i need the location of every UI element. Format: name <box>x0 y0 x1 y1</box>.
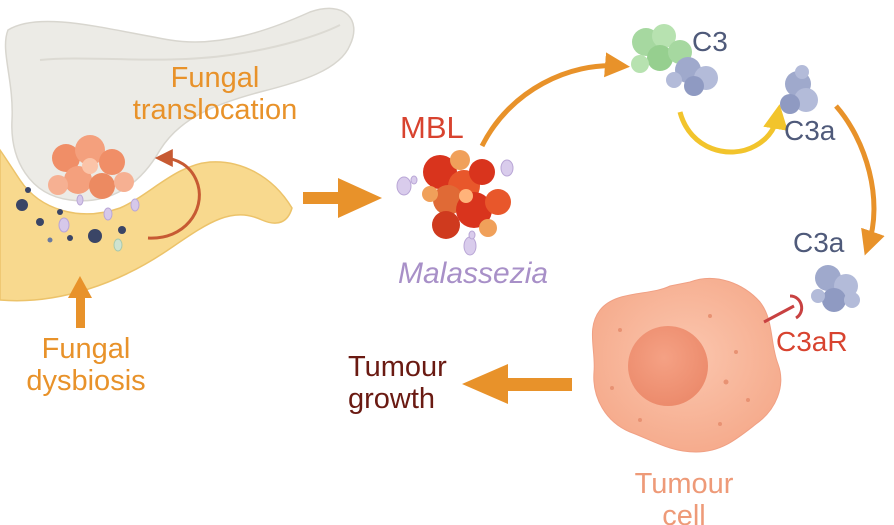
label-tumour-cell: Tumour cell <box>614 468 754 525</box>
c3a-protein-top <box>780 65 818 114</box>
label-line: growth <box>348 383 436 415</box>
tumour-cell <box>591 278 782 453</box>
malassezia-fungi <box>396 159 514 256</box>
label-line: Tumour <box>348 351 447 383</box>
c3ar-receptor <box>763 294 804 324</box>
arrow-to-tumour-growth <box>462 364 572 404</box>
label-c3a-bound: C3a <box>793 227 845 258</box>
label-line: cell <box>662 500 706 525</box>
c3-protein <box>631 24 718 96</box>
label-fungal-dysbiosis: Fungal dysbiosis <box>6 333 166 397</box>
label-mbl: MBL <box>400 110 464 145</box>
arrow-mbl-to-c3 <box>479 52 630 148</box>
label-line: Tumour <box>634 468 734 500</box>
label-line: dysbiosis <box>26 365 146 397</box>
label-c3: C3 <box>692 26 728 57</box>
tumour-nucleus <box>628 326 708 406</box>
arrow-c3-to-c3a <box>677 104 788 155</box>
label-fungal-translocation: Fungal translocation <box>110 62 320 126</box>
c3a-protein-bound <box>811 265 860 312</box>
intestine-illustration <box>0 148 293 302</box>
pancreatic-tumour-cluster <box>48 135 134 199</box>
label-line: Fungal <box>41 333 131 365</box>
label-tumour-growth: Tumour growth <box>348 351 447 415</box>
label-line: Fungal <box>170 62 260 94</box>
label-malassezia: Malassezia <box>398 257 549 290</box>
label-c3a-top: C3a <box>784 115 836 146</box>
arrow-c3a-down <box>834 104 885 256</box>
dysbiosis-arrow <box>68 276 92 328</box>
label-line: translocation <box>132 94 298 126</box>
translocation-arrow <box>147 149 201 240</box>
arrow-to-mbl <box>303 178 382 218</box>
mbl-protein-complex <box>422 150 511 239</box>
label-c3ar: C3aR <box>776 326 848 357</box>
gut-microbes <box>16 187 140 252</box>
